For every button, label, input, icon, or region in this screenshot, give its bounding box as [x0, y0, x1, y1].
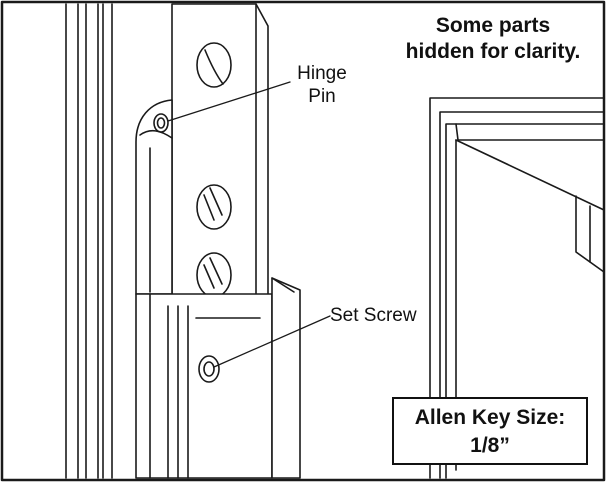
clarity-note: Some parts hidden for clarity. — [382, 13, 604, 65]
set-screw-head — [198, 355, 220, 383]
allen-key-size-box: Allen Key Size: 1/8” — [392, 397, 588, 465]
allen-key-size-value: 1/8” — [470, 434, 510, 457]
set-screw-label: Set Screw — [330, 305, 417, 326]
hinge-pin-leader — [167, 81, 291, 122]
hinge-pin-label: Hinge Pin — [284, 62, 360, 108]
door-frame-left — [65, 3, 113, 479]
callout-leaders — [167, 81, 331, 368]
set-screw-leader — [213, 315, 331, 368]
allen-key-size-title: Allen Key Size: — [414, 406, 566, 429]
upper-hinge-knuckle — [135, 99, 173, 295]
hinge-pin-head — [153, 113, 169, 133]
hinge-pin-label-line1: Hinge — [297, 63, 347, 84]
cabinet-opening — [429, 97, 605, 479]
clarity-note-line2: hidden for clarity. — [405, 40, 581, 63]
hinge-pin-label-line2: Pin — [308, 86, 336, 107]
upper-hinge-leaf — [171, 3, 269, 339]
lower-hinge-block — [135, 277, 301, 479]
clarity-note-line1: Some parts — [435, 14, 551, 37]
